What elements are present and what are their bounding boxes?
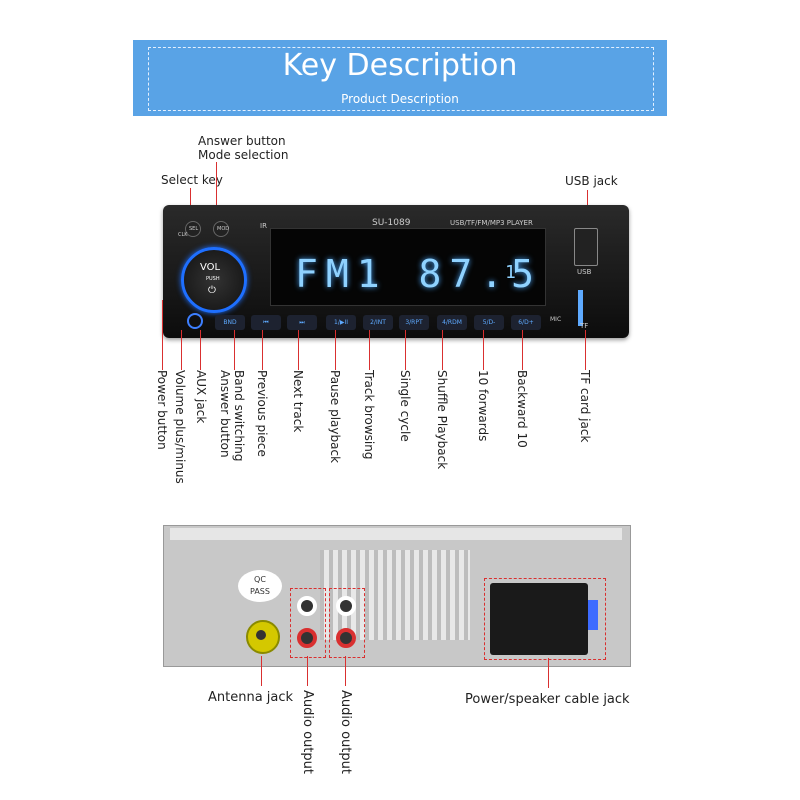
aux-jack[interactable] xyxy=(187,313,203,329)
band-button[interactable]: BND xyxy=(215,315,245,330)
mic-label: MIC xyxy=(550,316,562,323)
pause-leader xyxy=(335,330,336,370)
next-track-label: Next track xyxy=(291,370,305,433)
power-connector-box xyxy=(484,578,606,660)
display-channel: 1 xyxy=(505,262,516,283)
band-leader xyxy=(234,330,235,370)
back-top-strip xyxy=(170,528,622,540)
ir-label: IR xyxy=(260,222,267,230)
previous-piece-label: Previous piece xyxy=(255,370,269,457)
tf-card-slot[interactable] xyxy=(578,290,583,326)
audio1-leader xyxy=(307,656,308,686)
d-minus-button[interactable]: 5/D- xyxy=(474,315,504,330)
power-speaker-connector[interactable] xyxy=(490,583,588,655)
rpt-button[interactable]: 3/RPT xyxy=(399,315,429,330)
answer-button-label: Answer button xyxy=(198,134,286,148)
usb-port-label: USB xyxy=(577,268,592,276)
next-button[interactable]: ⏭ xyxy=(287,315,317,330)
mod-label: MOD xyxy=(217,226,230,232)
display-frequency: FM1 87.5 xyxy=(295,252,543,296)
formats-label: USB/TF/FM/MP3 PLAYER xyxy=(450,219,533,227)
audio-jack-white-1[interactable] xyxy=(297,596,317,616)
audio-output-box-1 xyxy=(290,588,326,658)
power-cable-leader xyxy=(548,658,549,688)
usb-jack-label: USB jack xyxy=(565,174,618,188)
clk-label: CLK xyxy=(178,232,188,238)
next-leader xyxy=(298,330,299,370)
play-pause-button[interactable]: 1/▶II xyxy=(326,315,356,330)
page-title: Key Description xyxy=(282,48,518,83)
previous-leader xyxy=(262,330,263,370)
qc-pass-sticker: QC PASS xyxy=(238,570,282,602)
track-browsing-label: Track browsing xyxy=(362,370,376,460)
single-leader xyxy=(405,330,406,370)
forward-label: 10 forwards xyxy=(476,370,490,442)
answer-leader xyxy=(216,162,217,222)
aux-leader xyxy=(200,330,201,370)
audio-jack-red-1[interactable] xyxy=(297,628,317,648)
lcd-display xyxy=(270,228,546,306)
header-banner xyxy=(133,40,667,116)
banner-border xyxy=(148,47,654,111)
power-speaker-label: Power/speaker cable jack xyxy=(465,692,630,707)
shuffle-label: Shuffle Playback xyxy=(435,370,449,470)
previous-button[interactable]: ⏮ xyxy=(251,315,281,330)
backward-label: Backward 10 xyxy=(515,370,529,448)
d-plus-button[interactable]: 6/D+ xyxy=(511,315,541,330)
volume-label: Volume plus/minus xyxy=(173,370,187,484)
knob-label: VOL xyxy=(200,262,221,273)
backward-leader xyxy=(522,330,523,370)
model-label: SU-1089 xyxy=(372,218,411,228)
mode-button[interactable] xyxy=(213,221,229,237)
page-subtitle: Product Description xyxy=(341,92,459,106)
antenna-jack-center xyxy=(256,630,266,640)
fuse xyxy=(588,600,598,630)
power-icon: ⏻ xyxy=(208,285,216,296)
tf-leader xyxy=(585,330,586,370)
audio-jack-red-2[interactable] xyxy=(336,628,356,648)
power-button-label: Power button xyxy=(155,370,169,450)
select-key-label: Select key xyxy=(161,173,223,187)
sel-label: SEL xyxy=(189,226,199,232)
band-switching-label: Band switching Answer button xyxy=(218,370,246,462)
tf-port-label: TF xyxy=(580,322,589,330)
antenna-jack-label: Antenna jack xyxy=(208,690,294,705)
power-leader xyxy=(162,300,163,370)
single-cycle-label: Single cycle xyxy=(398,370,412,442)
tf-card-label: TF card jack xyxy=(578,370,592,443)
volume-knob[interactable] xyxy=(181,247,247,313)
forward-leader xyxy=(483,330,484,370)
antenna-leader xyxy=(261,656,262,686)
select-key-button[interactable] xyxy=(185,221,201,237)
mode-selection-label: Mode selection xyxy=(198,148,289,162)
pause-playback-label: Pause playback xyxy=(328,370,342,464)
usb-port[interactable] xyxy=(574,228,598,266)
audio2-leader xyxy=(345,656,346,686)
audio-output-box-2 xyxy=(329,588,365,658)
audio-output-label-2: Audio output xyxy=(338,690,353,774)
heat-fins xyxy=(320,550,470,640)
rdm-button[interactable]: 4/RDM xyxy=(437,315,467,330)
volume-leader xyxy=(181,330,182,370)
knob-push-label: PUSH xyxy=(206,276,220,282)
audio-output-label-1: Audio output xyxy=(300,690,315,774)
browse-leader xyxy=(369,330,370,370)
int-button[interactable]: 2/INT xyxy=(363,315,393,330)
audio-jack-white-2[interactable] xyxy=(336,596,356,616)
shuffle-leader xyxy=(442,330,443,370)
aux-jack-label: AUX jack xyxy=(194,370,208,424)
